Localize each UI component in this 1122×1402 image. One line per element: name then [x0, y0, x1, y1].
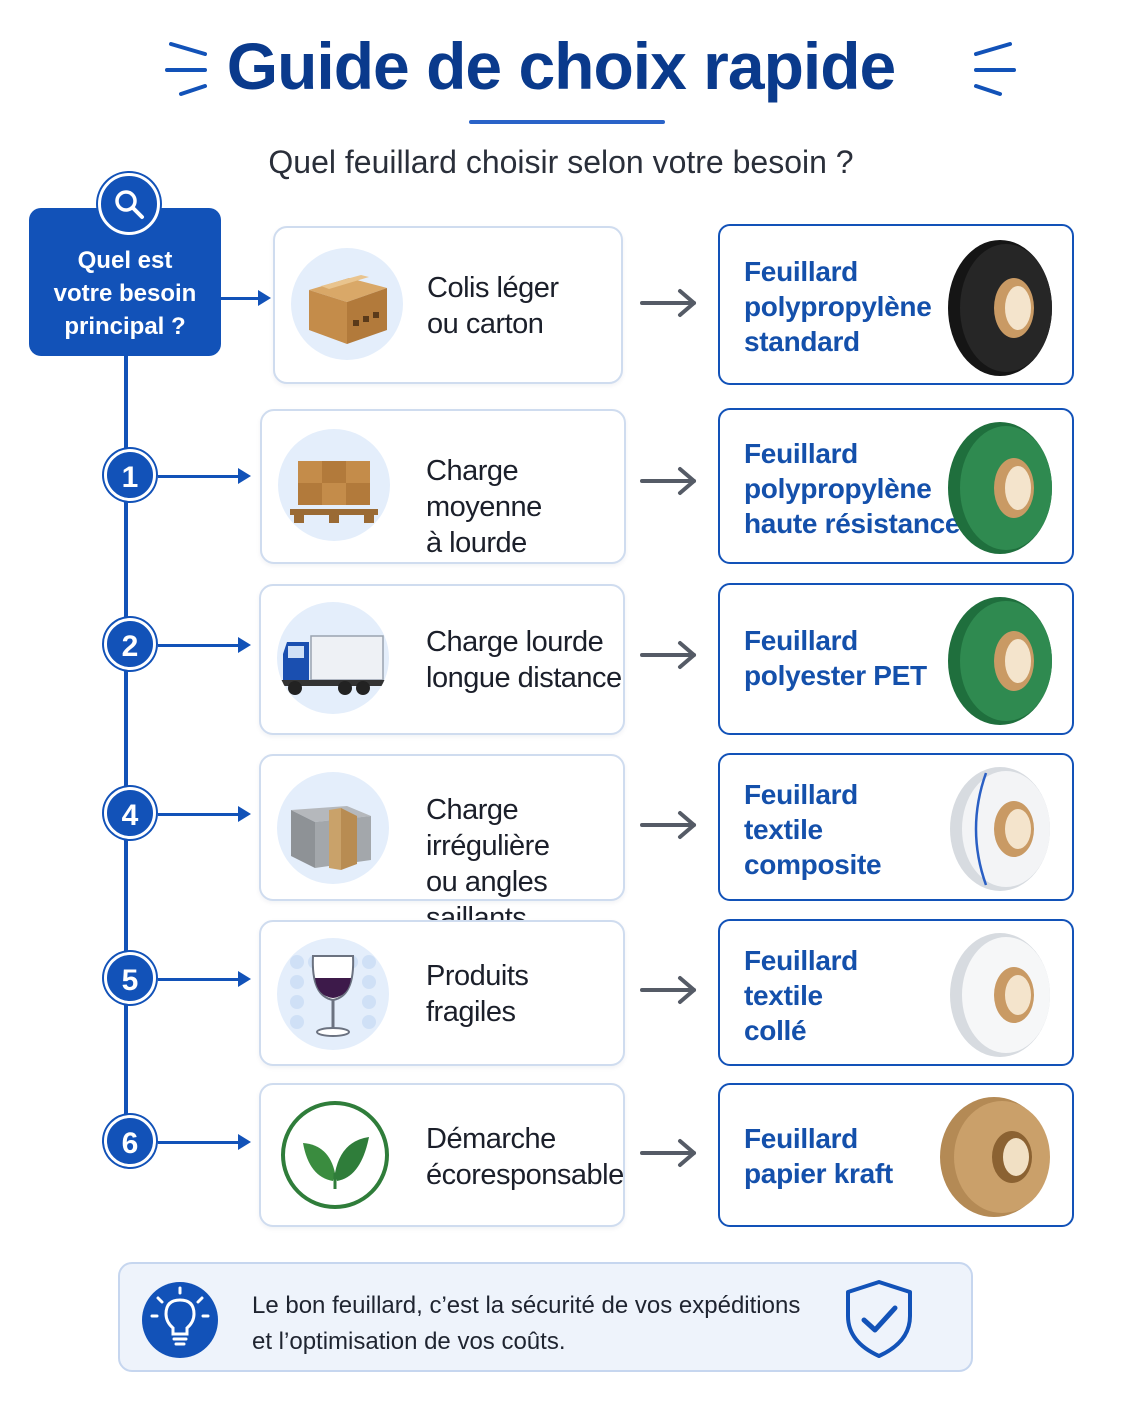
start-line-3: principal ?: [64, 313, 186, 340]
result-line-2: polypropylène: [744, 291, 932, 322]
need-label-line-2: longue distance: [426, 662, 622, 694]
arrow-head-icon: [238, 806, 251, 822]
result-line-1: Feuillard: [744, 256, 858, 287]
right-arrow-icon: [640, 1139, 696, 1167]
result-line-2: papier kraft: [744, 1158, 893, 1189]
need-card-produits-fragiles[interactable]: Produits fragiles: [259, 920, 625, 1066]
need-label-line-2: ou carton: [427, 308, 544, 340]
result-card-textile-composite[interactable]: Feuillard textile composite: [718, 753, 1074, 901]
need-label-line-2: à lourde: [426, 527, 527, 559]
arrow-head-icon: [258, 290, 271, 306]
need-label-line-1: Colis léger: [427, 272, 559, 304]
strap-roll-white-icon: [950, 933, 1050, 1057]
start-line-1: Quel est: [77, 247, 173, 274]
result-line-3: collé: [744, 1015, 807, 1046]
result-line-1: Feuillard: [744, 1123, 858, 1154]
step-number-badge: 1: [104, 449, 156, 501]
need-label-line-1: Produits: [426, 960, 529, 992]
step-number-badge: 6: [104, 1115, 156, 1167]
step-number-badge: 5: [104, 952, 156, 1004]
need-label-line-1: Démarche: [426, 1123, 556, 1155]
right-arrow-icon: [640, 976, 696, 1004]
result-line-1: Feuillard: [744, 779, 858, 810]
connector-line: [221, 297, 259, 300]
cardboard-box-icon: [291, 248, 403, 360]
need-card-ecoresponsable[interactable]: Démarche écoresponsable: [259, 1083, 625, 1227]
footer-line-1: Le bon feuillard, c’est la sécurité de v…: [252, 1292, 801, 1319]
need-label-line-1: Charge lourde: [426, 626, 604, 658]
strap-roll-green-icon: [948, 597, 1052, 725]
arrow-head-icon: [238, 468, 251, 484]
footer-line-2: et l’optimisation de vos coûts.: [252, 1328, 566, 1355]
connector-line: [158, 644, 238, 647]
arrow-head-icon: [238, 1134, 251, 1150]
decorative-lines-right-icon: [974, 42, 1016, 96]
wine-glass-icon: [277, 938, 389, 1050]
page-subtitle: Quel feuillard choisir selon votre besoi…: [268, 144, 854, 180]
connector-line: [158, 978, 238, 981]
right-arrow-icon: [640, 811, 696, 839]
result-line-3: standard: [744, 326, 860, 357]
right-arrow-icon: [640, 641, 696, 669]
truck-icon: [277, 602, 389, 714]
strap-roll-kraft-icon: [940, 1097, 1050, 1217]
right-arrow-icon: [640, 289, 696, 317]
result-line-3: haute résistance: [744, 508, 961, 539]
connector-line: [158, 1141, 238, 1144]
result-line-2: textile: [744, 814, 823, 845]
need-label-line-2: fragiles: [426, 996, 516, 1028]
flow-vertical-line: [124, 356, 128, 1144]
page-title: Guide de choix rapide: [226, 29, 897, 103]
footer-note: Le bon feuillard, c’est la sécurité de v…: [118, 1262, 973, 1372]
concrete-block-icon: [277, 772, 389, 884]
start-line-2: votre besoin: [53, 280, 197, 307]
strap-roll-white-blue-icon: [950, 767, 1050, 891]
result-line-2: polypropylène: [744, 473, 932, 504]
result-line-1: Feuillard: [744, 945, 858, 976]
pallet-boxes-icon: [278, 429, 390, 541]
result-line-3: composite: [744, 849, 882, 880]
connector-line: [158, 475, 238, 478]
arrow-head-icon: [238, 971, 251, 987]
result-line-2: textile: [744, 980, 823, 1011]
result-card-textile-colle[interactable]: Feuillard textile collé: [718, 919, 1074, 1066]
need-label-line-1: Charge moyenne: [426, 455, 542, 523]
result-card-pp-haute-resistance[interactable]: Feuillard polypropylène haute résistance: [718, 408, 1074, 564]
decorative-lines-left-icon: [165, 42, 207, 96]
result-card-pp-standard[interactable]: Feuillard polypropylène standard: [718, 224, 1074, 385]
right-arrow-icon: [640, 467, 696, 495]
strap-roll-green-icon: [948, 422, 1052, 554]
search-icon: [98, 173, 160, 235]
connector-line: [158, 813, 238, 816]
need-label-line-2: écoresponsable: [426, 1159, 624, 1191]
result-line-1: Feuillard: [744, 438, 858, 469]
leaf-icon: [279, 1099, 391, 1211]
lightbulb-icon: [142, 1282, 218, 1358]
result-line-2: polyester PET: [744, 660, 927, 691]
need-card-charge-irreguliere[interactable]: Charge irrégulière ou angles saillants: [259, 754, 625, 934]
need-card-charge-moyenne[interactable]: Charge moyenne à lourde: [260, 409, 626, 564]
need-label-line-1: Charge irrégulière: [426, 794, 550, 862]
step-number-badge: 2: [104, 618, 156, 670]
need-card-colis-leger[interactable]: Colis léger ou carton: [273, 226, 623, 384]
shield-check-icon: [846, 1280, 912, 1358]
result-line-1: Feuillard: [744, 625, 858, 656]
step-number-badge: 4: [104, 787, 156, 839]
arrow-head-icon: [238, 637, 251, 653]
strap-roll-black-icon: [948, 240, 1052, 376]
need-card-charge-lourde[interactable]: Charge lourde longue distance: [259, 584, 625, 735]
result-card-papier-kraft[interactable]: Feuillard papier kraft: [718, 1083, 1074, 1227]
result-card-polyester-pet[interactable]: Feuillard polyester PET: [718, 583, 1074, 735]
title-underline: [469, 120, 665, 124]
